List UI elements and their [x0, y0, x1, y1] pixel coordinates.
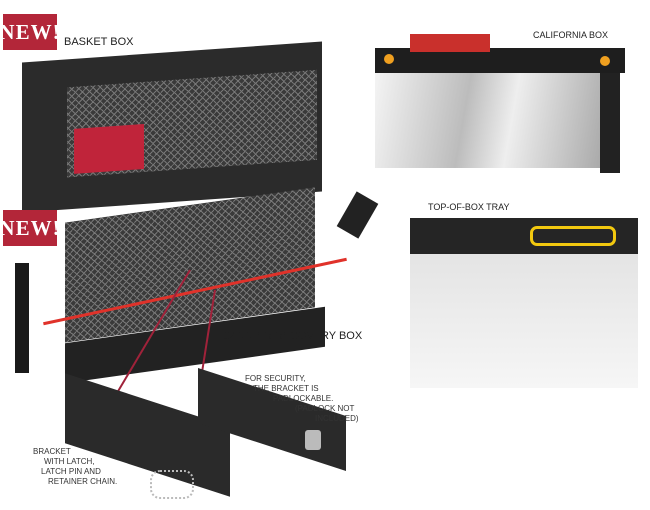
california-box-image	[375, 34, 625, 173]
top-of-box-tray-image	[410, 218, 640, 388]
padlock-image	[305, 430, 321, 450]
security-note: FOR SECURITY, THE BRACKET IS PADLOCKABLE…	[245, 374, 359, 423]
retainer-chain-image	[150, 470, 194, 499]
new-badge-carrier: NEW!	[0, 210, 60, 246]
new-badge: NEW!	[0, 14, 60, 50]
bracket-note: BRACKET WITH LATCH, LATCH PIN AND RETAIN…	[33, 447, 118, 486]
carrier-recovery-box-label: CARRIER RECOVERY BOX	[222, 330, 363, 342]
california-box-label: CALIFORNIA BOX	[533, 30, 609, 40]
carrier-recovery-box-image	[15, 187, 379, 384]
basket-box-label: BASKET BOX	[64, 36, 134, 48]
top-of-box-tray-label: TOP-OF-BOX TRAY	[428, 202, 510, 212]
